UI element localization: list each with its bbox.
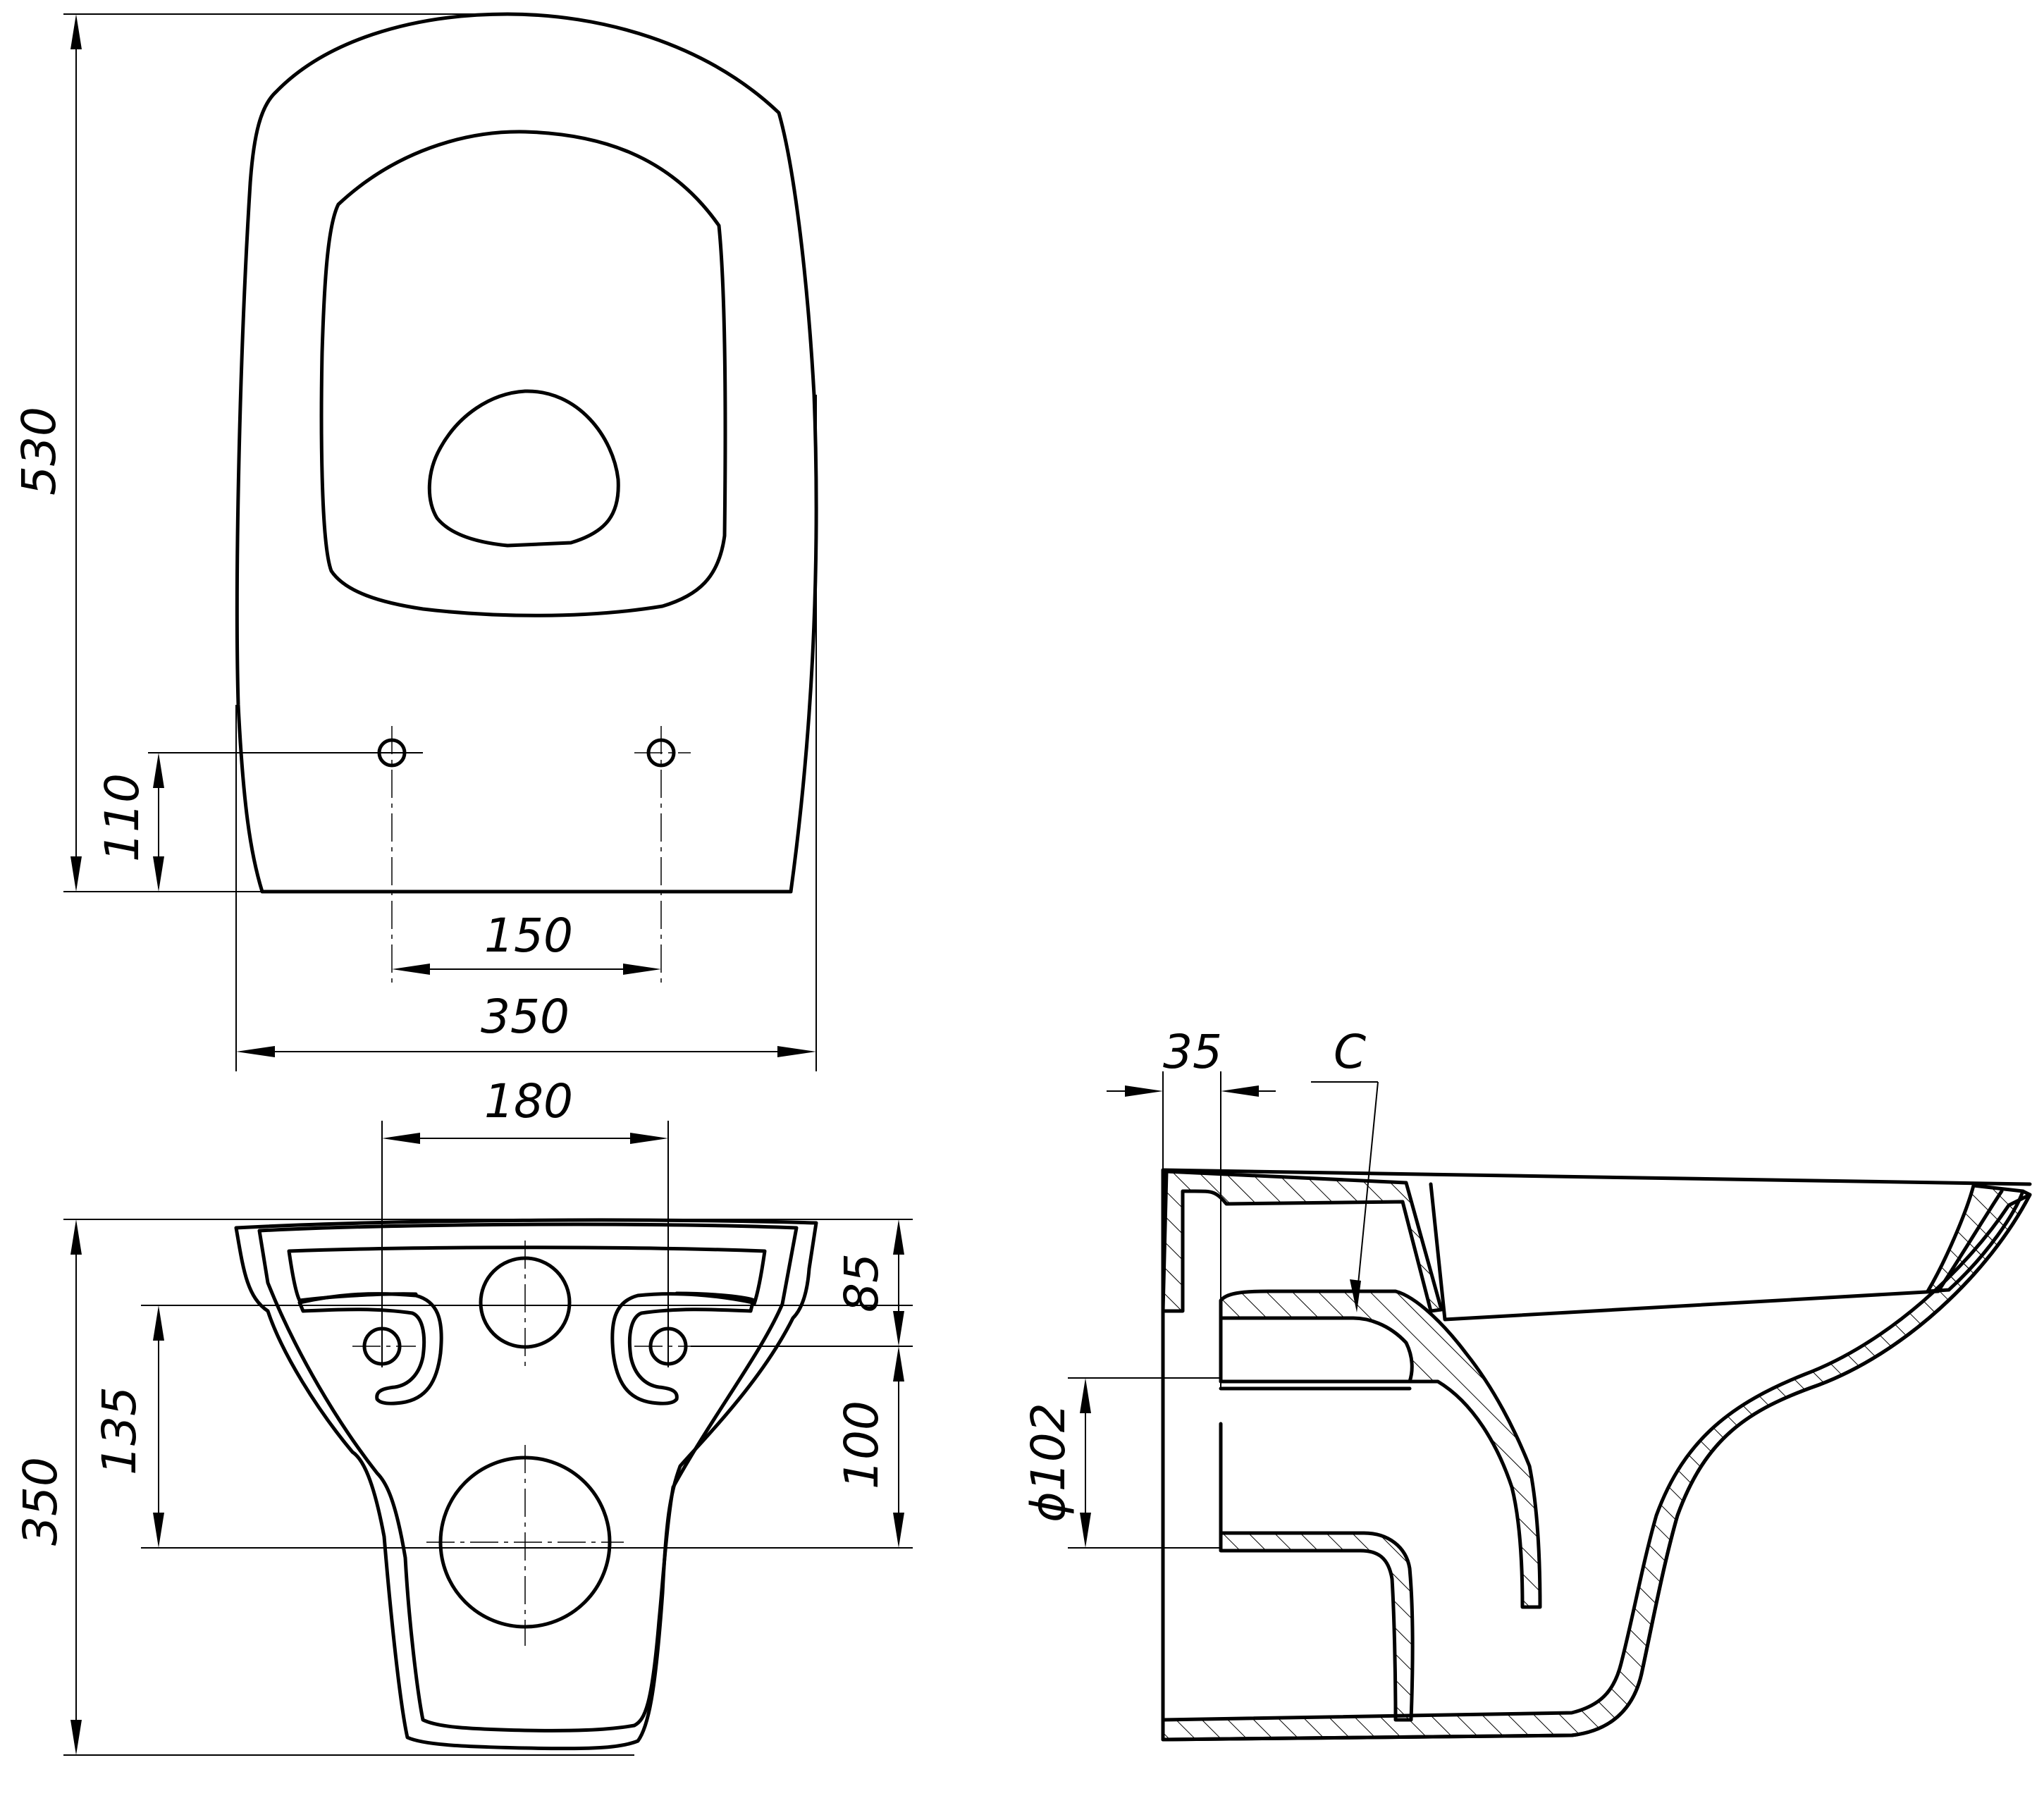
rear-slot-left xyxy=(297,1292,443,1405)
dim-85: 85 xyxy=(835,1253,889,1312)
seat-inner-outline xyxy=(319,130,727,617)
section-rim-top xyxy=(1161,1168,2032,1186)
section-mark-c: C xyxy=(1334,1025,1366,1079)
dim-phi-102: ϕ102 xyxy=(1021,1403,1076,1522)
section-trap-upper xyxy=(1219,1289,1542,1609)
dim-100: 100 xyxy=(835,1401,889,1489)
section-base xyxy=(1161,1193,2032,1742)
dim-110: 110 xyxy=(95,773,149,862)
dim-135: 135 xyxy=(92,1386,147,1475)
bowl-opening xyxy=(427,389,620,548)
dim-530: 530 xyxy=(12,407,66,496)
rear-outer-outline xyxy=(234,1218,818,1751)
dim-350-top: 350 xyxy=(481,990,570,1044)
section-rim-wall xyxy=(1161,1169,1443,1313)
section-bowl-interior xyxy=(1429,1182,2004,1322)
section-trap-lower xyxy=(1219,1531,1415,1722)
dim-180: 180 xyxy=(484,1074,573,1128)
rear-inner-outline xyxy=(257,1222,799,1733)
dim-350-rear: 350 xyxy=(13,1457,68,1546)
rear-slot-right xyxy=(610,1292,755,1405)
top-view: 530 110 150 350 xyxy=(12,12,818,1071)
bowl-outline xyxy=(235,12,818,894)
dim-150: 150 xyxy=(484,909,573,963)
dim-35: 35 xyxy=(1163,1025,1222,1079)
side-section: 35 C ϕ102 xyxy=(1021,1025,2032,1742)
rear-view: 180 350 135 85 100 xyxy=(13,1074,913,1756)
section-outer-profile xyxy=(1161,1168,2032,1742)
